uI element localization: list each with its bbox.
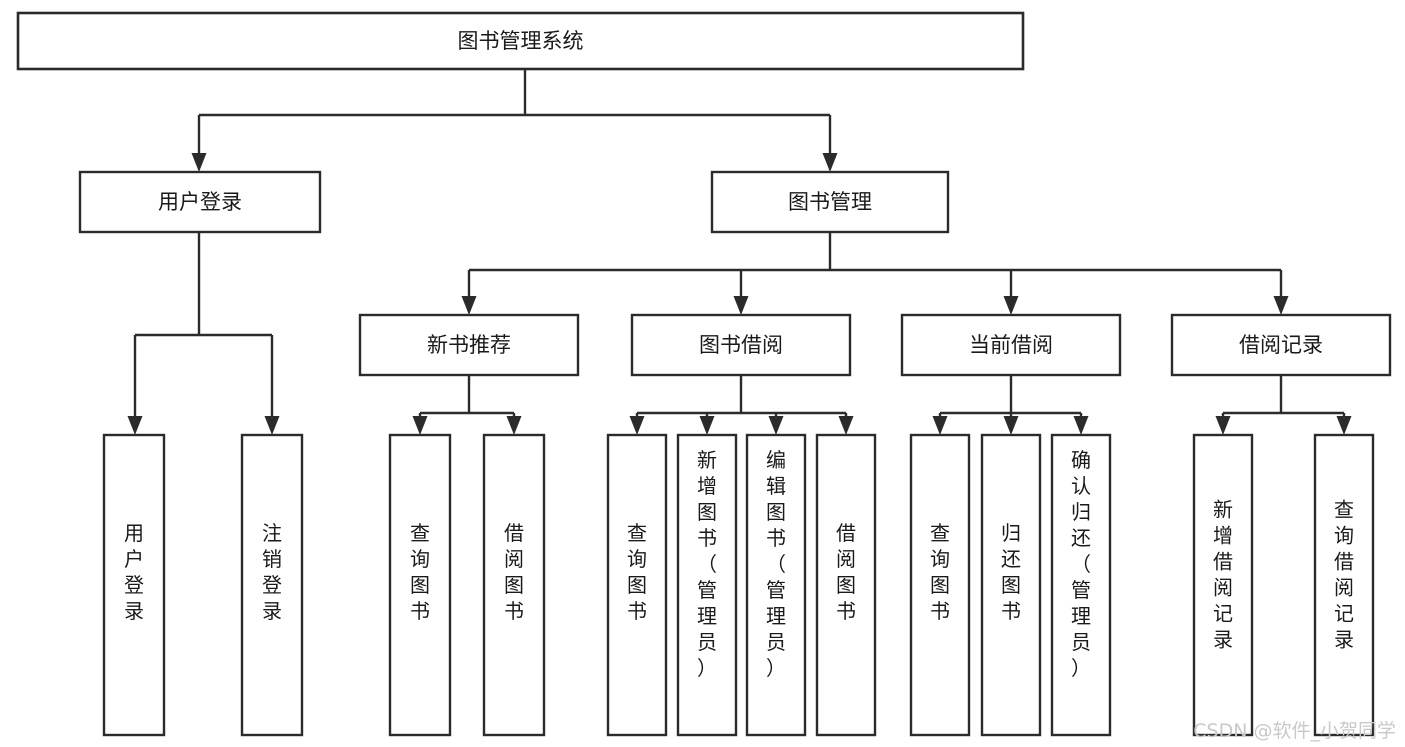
- arrow-down-icon-level3-3: [1273, 296, 1289, 315]
- node-box-查询图书[interactable]: [606, 433, 668, 737]
- node-box-当前借阅[interactable]: [900, 313, 1122, 377]
- node-注销登录[interactable]: 注销登录: [240, 433, 304, 737]
- node-label-借阅图书: 借阅图书: [504, 520, 524, 622]
- node-layer: 图书管理系统用户登录用户登录注销登录图书管理新书推荐查询图书借阅图书图书借阅查询…: [16, 11, 1392, 737]
- node-box-新书推荐[interactable]: [358, 313, 580, 377]
- node-box-查询借阅记录[interactable]: [1313, 433, 1375, 737]
- node-label-借阅记录: 借阅记录: [1239, 333, 1323, 357]
- node-box-图书借阅[interactable]: [630, 313, 852, 377]
- arrow-down-icon-user-login-0: [127, 416, 143, 435]
- node-归还图书[interactable]: 归还图书: [980, 433, 1042, 737]
- node-新书推荐[interactable]: 新书推荐: [358, 313, 580, 377]
- node-label-新增借阅记录: 新增借阅记录: [1213, 497, 1233, 651]
- arrow-down-icon-查询图书-0: [629, 416, 645, 435]
- arrow-down-icon-查询图书-0: [932, 416, 948, 435]
- arrow-down-icon-level3-1: [733, 296, 749, 315]
- node-label-图书管理: 图书管理: [788, 190, 872, 214]
- node-label-用户登录: 用户登录: [124, 520, 144, 622]
- node-确认归还管理员[interactable]: 确认归还（管理员）: [1050, 433, 1112, 737]
- node-label-查询借阅记录: 查询借阅记录: [1334, 497, 1354, 651]
- arrow-down-icon-归还图书-1: [1003, 416, 1019, 435]
- node-box-查询图书[interactable]: [388, 433, 452, 737]
- node-box-确认归还管理员[interactable]: [1050, 433, 1112, 737]
- node-label-当前借阅: 当前借阅: [969, 333, 1053, 357]
- node-label-新增图书管理员: 新增图书（管理员）: [697, 448, 717, 680]
- node-借阅图书[interactable]: 借阅图书: [482, 433, 546, 737]
- node-box-借阅图书[interactable]: [815, 433, 877, 737]
- connector-layer: [127, 69, 1352, 435]
- node-box-借阅图书[interactable]: [482, 433, 546, 737]
- node-box-注销登录[interactable]: [240, 433, 304, 737]
- node-图书管理[interactable]: 图书管理: [710, 170, 950, 234]
- node-box-用户登录[interactable]: [102, 433, 166, 737]
- node-box-编辑图书管理员[interactable]: [745, 433, 807, 737]
- arrow-down-icon-查询图书-0: [412, 416, 428, 435]
- arrow-down-icon-level3-2: [1003, 296, 1019, 315]
- node-label-图书管理系统: 图书管理系统: [458, 29, 584, 53]
- arrow-down-icon-level2-1: [822, 153, 838, 172]
- node-box-新增借阅记录[interactable]: [1192, 433, 1254, 737]
- node-label-用户登录: 用户登录: [158, 190, 242, 214]
- node-借阅图书[interactable]: 借阅图书: [815, 433, 877, 737]
- node-label-编辑图书管理员: 编辑图书（管理员）: [766, 448, 786, 680]
- node-label-注销登录: 注销登录: [262, 520, 282, 622]
- node-label-新书推荐: 新书推荐: [427, 333, 511, 357]
- arrow-down-icon-user-login-1: [264, 416, 280, 435]
- node-用户登录[interactable]: 用户登录: [102, 433, 166, 737]
- node-查询图书[interactable]: 查询图书: [909, 433, 971, 737]
- node-label-查询图书: 查询图书: [627, 520, 647, 622]
- arrow-down-icon-新增借阅记录-0: [1215, 416, 1231, 435]
- arrow-down-icon-新增图书管理员-1: [699, 416, 715, 435]
- arrow-down-icon-查询借阅记录-1: [1336, 416, 1352, 435]
- node-label-归还图书: 归还图书: [1001, 520, 1021, 622]
- node-查询借阅记录[interactable]: 查询借阅记录: [1313, 433, 1375, 737]
- arrow-down-icon-level3-0: [461, 296, 477, 315]
- node-box-图书管理[interactable]: [710, 170, 950, 234]
- node-box-查询图书[interactable]: [909, 433, 971, 737]
- arrow-down-icon-编辑图书管理员-2: [768, 416, 784, 435]
- arrow-down-icon-确认归还管理员-2: [1073, 416, 1089, 435]
- node-box-归还图书[interactable]: [980, 433, 1042, 737]
- node-box-用户登录[interactable]: [78, 170, 322, 234]
- node-查询图书[interactable]: 查询图书: [388, 433, 452, 737]
- csdn-watermark: CSDN @软件_小贺同学: [1193, 720, 1396, 742]
- arrow-down-icon-借阅图书-1: [506, 416, 522, 435]
- arrow-down-icon-借阅图书-3: [838, 416, 854, 435]
- node-label-查询图书: 查询图书: [930, 520, 950, 622]
- node-新增借阅记录[interactable]: 新增借阅记录: [1192, 433, 1254, 737]
- node-box-借阅记录[interactable]: [1170, 313, 1392, 377]
- node-当前借阅[interactable]: 当前借阅: [900, 313, 1122, 377]
- node-label-确认归还管理员: 确认归还（管理员）: [1071, 448, 1091, 680]
- node-label-借阅图书: 借阅图书: [836, 520, 856, 622]
- node-图书管理系统[interactable]: 图书管理系统: [16, 11, 1025, 71]
- node-label-查询图书: 查询图书: [410, 520, 430, 622]
- node-新增图书管理员[interactable]: 新增图书（管理员）: [676, 433, 738, 737]
- node-查询图书[interactable]: 查询图书: [606, 433, 668, 737]
- node-图书借阅[interactable]: 图书借阅: [630, 313, 852, 377]
- arrow-down-icon-level2-0: [191, 153, 207, 172]
- node-用户登录[interactable]: 用户登录: [78, 170, 322, 234]
- node-编辑图书管理员[interactable]: 编辑图书（管理员）: [745, 433, 807, 737]
- node-box-新增图书管理员[interactable]: [676, 433, 738, 737]
- node-box-图书管理系统[interactable]: [16, 11, 1025, 71]
- node-label-图书借阅: 图书借阅: [699, 333, 783, 357]
- node-借阅记录[interactable]: 借阅记录: [1170, 313, 1392, 377]
